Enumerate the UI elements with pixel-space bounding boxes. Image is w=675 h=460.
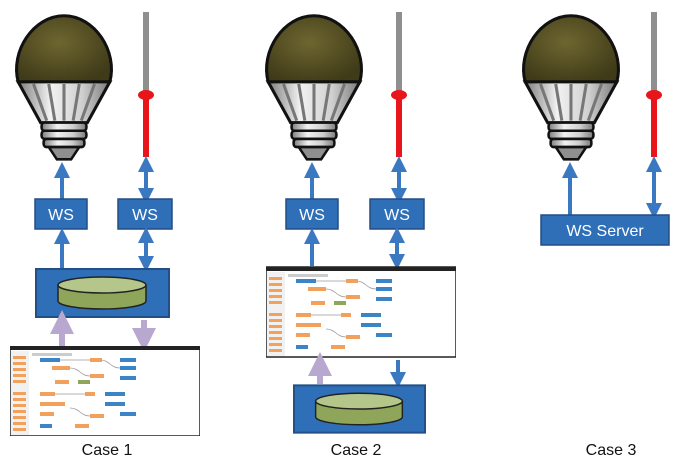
ws-box-slider: WS: [117, 198, 173, 230]
ws-label: WS: [132, 207, 158, 224]
lightbulb-icon: [521, 14, 621, 161]
ws-label: WS: [384, 207, 410, 224]
lightbulb-icon: [14, 14, 114, 161]
case-3: WS Server Case 3: [521, 12, 670, 459]
slider-icon: [138, 12, 154, 157]
case-2: WS WS Case 2: [264, 12, 456, 459]
ws-server-label: WS Server: [566, 223, 644, 240]
case-label: Case 1: [82, 442, 133, 459]
slider-icon: [646, 12, 662, 157]
case-1: WS WS Case 1: [10, 12, 200, 459]
flow-editor-screenshot: [10, 346, 200, 436]
ws-box-slider: WS: [369, 198, 425, 230]
database-icon: [293, 384, 426, 434]
ws-server-box: WS Server: [540, 214, 670, 246]
case-label: Case 3: [586, 442, 637, 459]
flow-editor-screenshot: [266, 266, 456, 358]
case-label: Case 2: [331, 442, 382, 459]
lightbulb-icon: [264, 14, 364, 161]
ws-box-bulb: WS: [285, 198, 339, 230]
ws-label: WS: [48, 207, 74, 224]
ws-box-bulb: WS: [34, 198, 88, 230]
ws-label: WS: [299, 207, 325, 224]
database-icon: [35, 268, 170, 318]
slider-icon: [391, 12, 407, 157]
